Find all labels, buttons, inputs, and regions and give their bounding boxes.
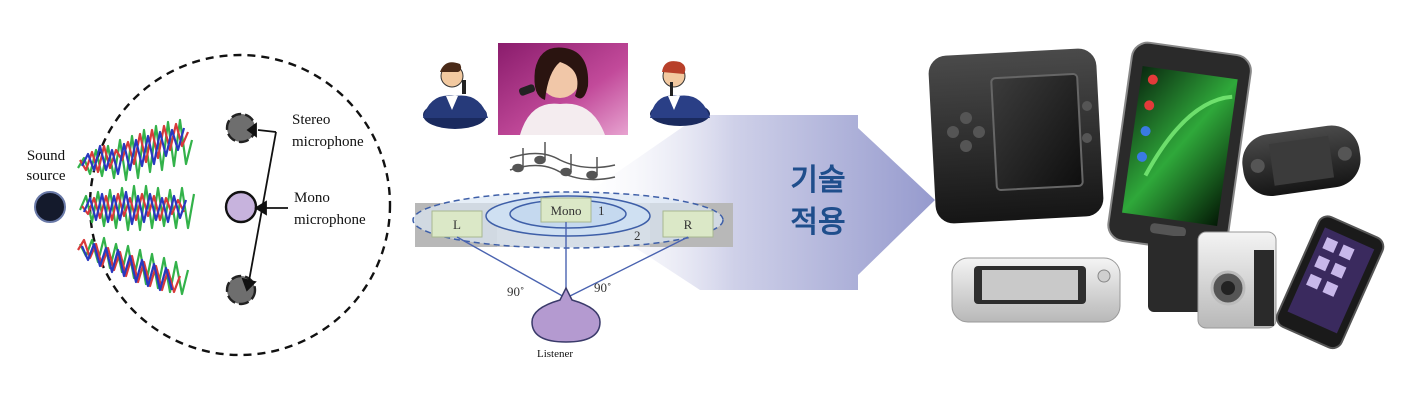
announcer-left-illustration xyxy=(423,62,488,129)
mono-pointer-arrow xyxy=(254,200,288,216)
stereo-mic-label-line1: Stereo xyxy=(292,112,330,128)
listener-lines xyxy=(456,222,689,299)
mono-mic-label-line1: Mono xyxy=(294,190,330,206)
wave-middle-green xyxy=(78,184,196,232)
dpad-icon xyxy=(947,112,985,152)
mono-mic xyxy=(224,190,258,224)
right-angle-label: 90˚ xyxy=(594,280,611,295)
touch-player-device xyxy=(1275,215,1385,350)
announcer-right-illustration xyxy=(650,61,710,126)
wave-middle-red xyxy=(81,192,185,222)
pickup-boundary-circle xyxy=(88,53,392,357)
wave-upper-red xyxy=(79,122,190,174)
listener-label: Listener xyxy=(537,348,573,360)
stereo-mic-label-line2: microphone xyxy=(292,134,364,150)
wave-lower-blue xyxy=(80,242,174,292)
left-speaker-box xyxy=(431,210,483,238)
mobile-devices-collage xyxy=(928,41,1385,350)
sound-source-label-line1: Sound xyxy=(27,148,66,164)
arrow-label-line1: 기술 xyxy=(790,163,845,198)
recording-setup-panel: Sound source Ster xyxy=(26,53,392,357)
sound-waves xyxy=(77,118,196,296)
zone-1-label: 1 xyxy=(598,203,605,218)
smartphone-device xyxy=(1107,41,1252,255)
arrow-label-line2: 적용 xyxy=(790,205,845,240)
left-speaker-label: L xyxy=(453,217,461,232)
mono-mic-label-line2: microphone xyxy=(294,212,366,228)
left-angle-label: 90˚ xyxy=(507,284,524,299)
sound-source-label-line2: source xyxy=(26,168,65,184)
game-console-device xyxy=(928,48,1104,224)
right-speaker-label: R xyxy=(684,217,693,232)
portable-game-device xyxy=(1242,125,1361,197)
mono-speaker-box xyxy=(540,197,592,223)
music-notes-icon xyxy=(509,142,616,181)
listener-head xyxy=(531,286,601,343)
wave-middle-blue xyxy=(82,190,188,226)
wave-upper-blue xyxy=(81,127,186,176)
camera-device xyxy=(1148,231,1277,329)
singer-photo xyxy=(498,43,628,135)
mono-speaker-label: Mono xyxy=(550,203,581,218)
playback-setup-panel: L Mono R 1 2 90˚ 90˚ Listener xyxy=(412,43,733,360)
zone-2-label: 2 xyxy=(634,228,641,243)
right-speaker-box xyxy=(662,210,714,238)
media-player-device xyxy=(951,257,1121,323)
sound-source-dot xyxy=(34,191,66,223)
